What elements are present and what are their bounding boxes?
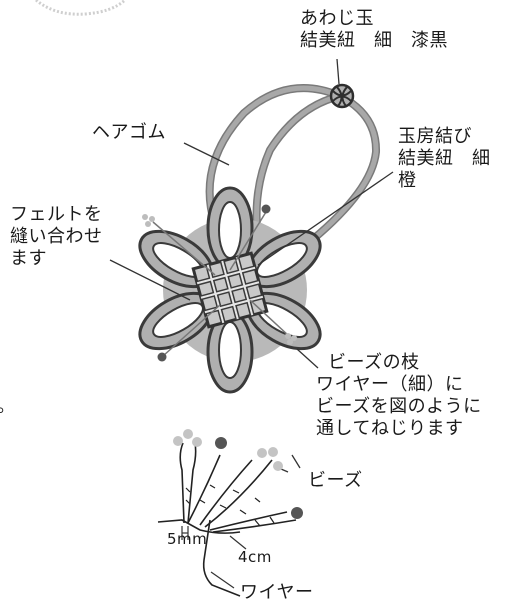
label-awaji-ball: あわじ玉 結美紐 細 漆黒 [300, 8, 448, 52]
bead-left-cluster [142, 214, 155, 227]
label-hair-tie: ヘアゴム [92, 122, 166, 143]
label-tamafusa: 玉房結び 結美紐 細 橙 [398, 126, 491, 192]
label-left-mark: 。 [0, 396, 16, 418]
tamafusa-knot [138, 186, 322, 394]
label-4cm: 4cm [238, 548, 272, 566]
label-wire: ワイヤー [240, 582, 314, 603]
label-tamafusa-line2: 結美紐 細 [398, 148, 491, 169]
label-felt-line1: フェルトを [10, 204, 103, 225]
sketch-blob [35, 0, 127, 16]
label-bead-branch-line4: 通してねじります [316, 418, 464, 439]
label-bead-branch: ビーズの枝 ワイヤー（細）に ビーズを図のように 通してねじります [316, 352, 482, 440]
awaji-ball [329, 83, 355, 109]
label-beads: ビーズ [308, 470, 363, 491]
bead-branch-detail [157, 442, 297, 597]
label-felt: フェルトを 縫い合わせ ます [10, 204, 103, 270]
label-tamafusa-line3: 橙 [398, 170, 417, 191]
dimension-lines [181, 526, 247, 589]
bead-bottom-left [157, 352, 167, 362]
label-felt-line2: 縫い合わせ [10, 226, 103, 247]
label-felt-line3: ます [10, 248, 47, 269]
label-bead-branch-line3: ビーズを図のように [316, 396, 482, 417]
label-tamafusa-line1: 玉房結び [398, 126, 472, 147]
bead-branch-twists [185, 484, 275, 527]
bead-right-cluster [285, 333, 297, 345]
label-5mm: 5mm [167, 530, 208, 548]
flower-bead-stems [152, 211, 290, 357]
branch-beads [173, 429, 303, 519]
label-bead-branch-line2: ワイヤー（細）に [316, 374, 464, 395]
label-awaji-line1: あわじ玉 [300, 8, 374, 29]
label-awaji-line2: 結美紐 細 漆黒 [300, 30, 448, 51]
label-bead-branch-line1: ビーズの枝 [328, 352, 420, 373]
bead-top [261, 204, 271, 214]
